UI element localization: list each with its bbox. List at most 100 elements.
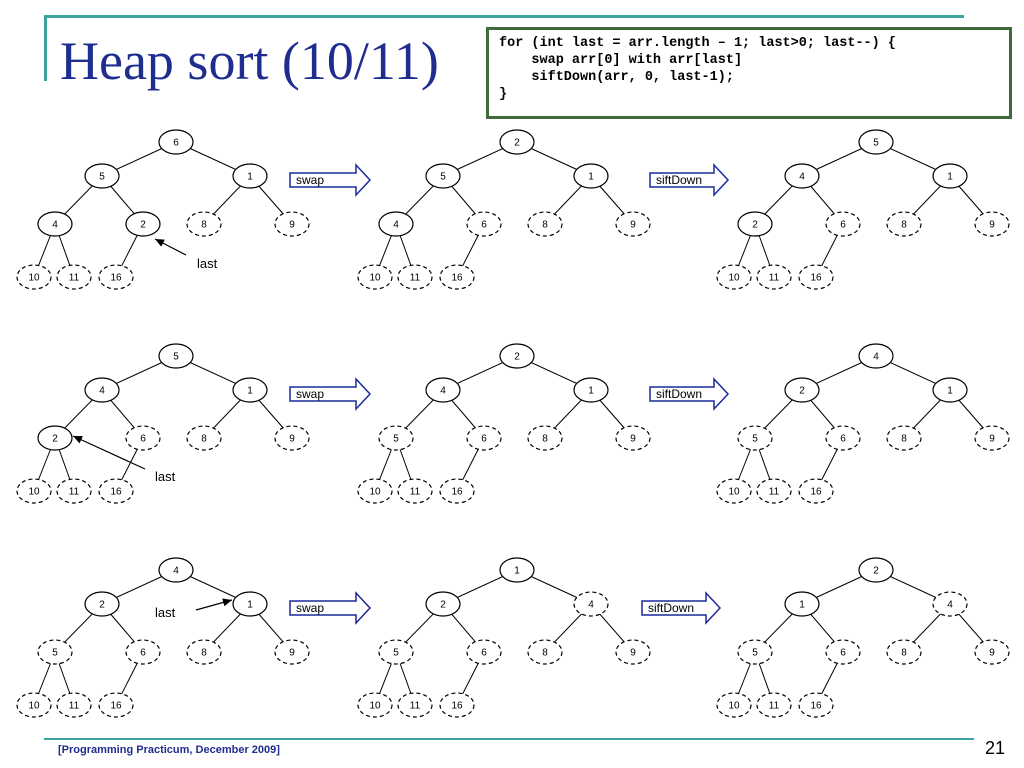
node-ellipse	[784, 377, 820, 403]
heap-node: 2	[858, 557, 894, 583]
node-label: 8	[201, 220, 207, 231]
node-ellipse	[125, 639, 161, 665]
heap-node: 4	[37, 211, 73, 237]
node-ellipse	[932, 377, 968, 403]
node-label: 6	[140, 434, 146, 445]
node-ellipse	[84, 591, 120, 617]
title-rule-top	[44, 15, 484, 18]
sorted-node: 6	[466, 211, 502, 237]
sorted-node: 11	[756, 264, 792, 290]
node-label: 4	[99, 386, 105, 397]
swap-label: swap	[296, 173, 324, 187]
node-ellipse	[232, 163, 268, 189]
node-ellipse	[499, 557, 535, 583]
sorted-node: 8	[527, 211, 563, 237]
sorted-node: 16	[439, 692, 475, 718]
sorted-node: 16	[439, 264, 475, 290]
node-label: 8	[542, 220, 548, 231]
node-label: 4	[799, 172, 805, 183]
node-label: 5	[99, 172, 105, 183]
sorted-node: 10	[716, 478, 752, 504]
node-ellipse	[527, 639, 563, 665]
node-ellipse	[858, 557, 894, 583]
node-label: 5	[440, 172, 446, 183]
node-ellipse	[825, 425, 861, 451]
node-label: 8	[201, 434, 207, 445]
node-label: 5	[393, 648, 399, 659]
node-label: 11	[69, 701, 80, 712]
node-label: 6	[481, 648, 487, 659]
sorted-node: 16	[798, 692, 834, 718]
node-ellipse	[232, 377, 268, 403]
sorted-node: 9	[274, 639, 310, 665]
node-ellipse	[825, 211, 861, 237]
node-ellipse	[932, 591, 968, 617]
node-ellipse	[974, 425, 1010, 451]
heap-node: 1	[232, 163, 268, 189]
heap-node: 1	[573, 377, 609, 403]
heap-node: 1	[232, 377, 268, 403]
node-ellipse	[16, 264, 52, 290]
node-ellipse	[573, 377, 609, 403]
sorted-node: 9	[274, 211, 310, 237]
sorted-node: 16	[798, 478, 834, 504]
footer-citation: [Programming Practicum, December 2009]	[58, 744, 280, 756]
last-pointer-line	[72, 435, 146, 470]
node-ellipse	[439, 478, 475, 504]
node-label: 16	[110, 273, 122, 284]
node-label: 10	[728, 487, 740, 498]
node-label: 10	[369, 273, 381, 284]
heap-node: 1	[573, 163, 609, 189]
sorted-node: 11	[56, 692, 92, 718]
footer-rule	[44, 738, 974, 740]
node-label: 2	[99, 600, 105, 611]
node-label: 11	[769, 273, 780, 284]
sorted-node: 11	[56, 264, 92, 290]
heap-node: 1	[932, 377, 968, 403]
sorted-node: 8	[527, 639, 563, 665]
node-label: 5	[873, 138, 879, 149]
heap-node: 5	[84, 163, 120, 189]
node-ellipse	[37, 211, 73, 237]
heap-node: 4	[858, 343, 894, 369]
node-label: 10	[728, 273, 740, 284]
node-ellipse	[37, 425, 73, 451]
node-ellipse	[158, 557, 194, 583]
sorted-node: 8	[527, 425, 563, 451]
node-label: 11	[769, 487, 780, 498]
last-pointer-head	[73, 436, 83, 444]
heap-node: 1	[784, 591, 820, 617]
node-ellipse	[56, 264, 92, 290]
node-label: 8	[901, 434, 907, 445]
node-ellipse	[798, 692, 834, 718]
heap-node: 1	[499, 557, 535, 583]
heap-node: 2	[784, 377, 820, 403]
heap-node: 5	[158, 343, 194, 369]
node-ellipse	[573, 591, 609, 617]
siftdown-label: siftDown	[648, 601, 694, 615]
node-ellipse	[378, 639, 414, 665]
node-ellipse	[858, 129, 894, 155]
siftdown-arrow	[649, 163, 730, 197]
node-label: 9	[289, 220, 295, 231]
node-ellipse	[756, 478, 792, 504]
sorted-node: 6	[825, 211, 861, 237]
node-ellipse	[16, 692, 52, 718]
node-ellipse	[756, 692, 792, 718]
node-label: 11	[410, 487, 421, 498]
node-ellipse	[886, 639, 922, 665]
node-label: 1	[588, 386, 594, 397]
node-ellipse	[158, 129, 194, 155]
heap-node: 4	[158, 557, 194, 583]
sorted-node: 8	[886, 639, 922, 665]
node-ellipse	[357, 692, 393, 718]
node-label: 2	[514, 352, 520, 363]
heap-node: 2	[499, 129, 535, 155]
code-snippet: for (int last = arr.length – 1; last>0; …	[499, 36, 896, 102]
node-ellipse	[573, 163, 609, 189]
sorted-node: 10	[357, 264, 393, 290]
